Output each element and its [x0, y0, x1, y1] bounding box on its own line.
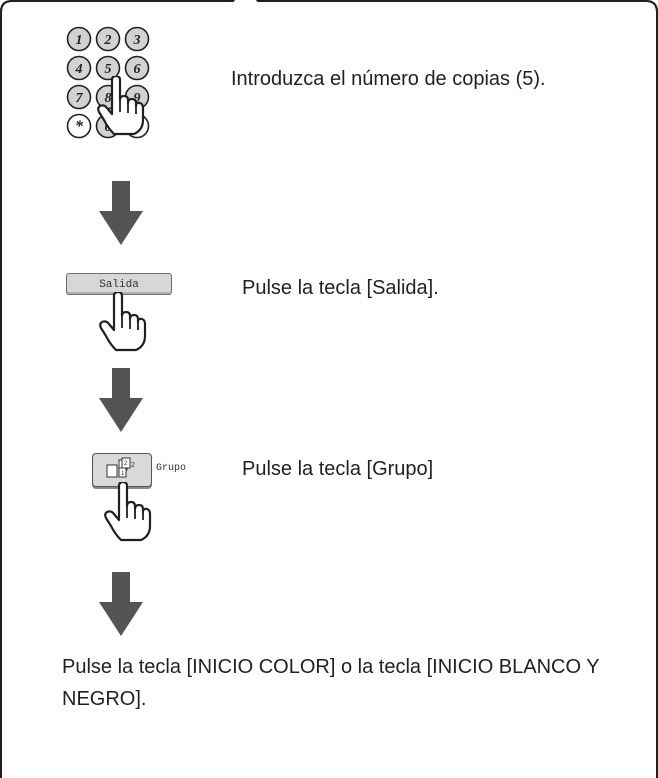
- keypad-key-label: 4: [75, 62, 83, 77]
- down-arrow-icon: [99, 181, 143, 245]
- down-arrow-icon: [99, 572, 143, 636]
- keypad-key-6[interactable]: 6: [124, 55, 150, 81]
- down-arrow-icon: [99, 368, 143, 432]
- svg-text:2: 2: [131, 462, 135, 469]
- keypad-key-label: 5: [105, 62, 112, 77]
- group-copies-icon: 2 2 1: [106, 457, 135, 478]
- keypad-key-1[interactable]: 1: [66, 26, 92, 52]
- pointing-hand-icon: [104, 482, 152, 542]
- keypad-key-label: 9: [134, 91, 141, 106]
- keypad-key-label: 3: [133, 33, 141, 48]
- keypad-key-2[interactable]: 2: [95, 26, 121, 52]
- keypad-key-5[interactable]: 5: [95, 55, 121, 81]
- step-grupo-text: Pulse la tecla [Grupo]: [242, 458, 434, 480]
- keypad-key-label: 6: [134, 62, 141, 77]
- grupo-button-label: Grupo: [156, 463, 187, 474]
- keypad-key-3[interactable]: 3: [124, 26, 150, 52]
- svg-text:1: 1: [121, 471, 125, 477]
- step-enter-copies-text: Introduzca el número de copias (5).: [231, 68, 546, 90]
- svg-text:2: 2: [124, 461, 128, 467]
- keypad-key-label: 7: [76, 91, 84, 106]
- keypad-key-label: *: [75, 118, 84, 135]
- keypad-key-label: 8: [105, 91, 112, 106]
- pointing-hand-icon: [97, 76, 145, 136]
- keypad-key-7[interactable]: 7: [66, 84, 92, 110]
- keypad-key-label: 2: [104, 33, 112, 48]
- step-salida-text: Pulse la tecla [Salida].: [242, 277, 439, 299]
- keypad-key-4[interactable]: 4: [66, 55, 92, 81]
- keypad-key-label: 1: [76, 33, 83, 48]
- step-start-text: Pulse la tecla [INICIO COLOR] o la tecla…: [62, 656, 600, 710]
- keypad-key-star[interactable]: *: [66, 113, 92, 139]
- pointing-hand-icon: [99, 292, 147, 352]
